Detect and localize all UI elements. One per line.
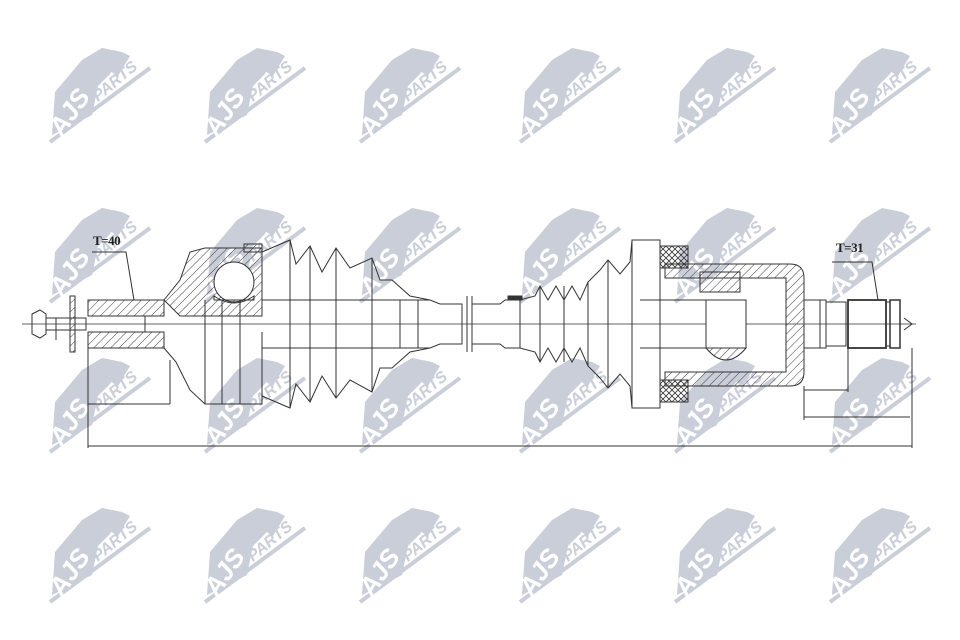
spline-count-right: T=31 <box>836 240 864 255</box>
spline-count-left: T=40 <box>93 233 121 248</box>
